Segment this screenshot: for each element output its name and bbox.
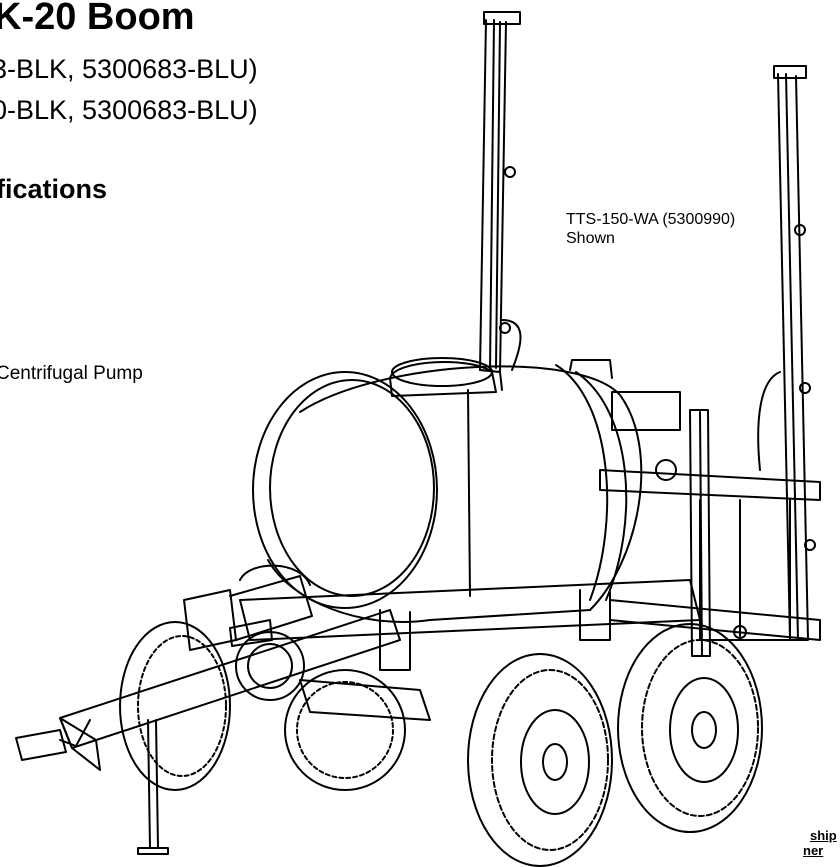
hitch-jack — [15, 719, 169, 855]
part-number-line-1: 3-BLK, 5300683-BLU) — [0, 54, 258, 84]
footer-fragment-1: ship — [810, 828, 837, 843]
section-heading: fications — [0, 174, 108, 204]
page-title: K-20 Boom — [0, 0, 195, 38]
figure-caption-line-2: Shown — [566, 230, 615, 247]
part-number-line-2: 0-BLK, 5300683-BLU) — [0, 95, 258, 125]
footer-fragment-2: ner — [803, 843, 824, 858]
spray-tank — [252, 357, 643, 623]
right-boom-arm — [757, 65, 816, 641]
figure-caption: TTS-150-WA (5300990) Shown — [566, 210, 786, 248]
engine — [183, 564, 313, 701]
rear-frame — [599, 391, 821, 657]
pump-spec-text: Centrifugal Pump — [0, 363, 143, 384]
left-wheels — [119, 621, 406, 791]
left-boom-arm — [479, 11, 522, 391]
right-wheels — [467, 623, 763, 867]
figure-caption-line-1: TTS-150-WA (5300990) — [566, 211, 736, 228]
